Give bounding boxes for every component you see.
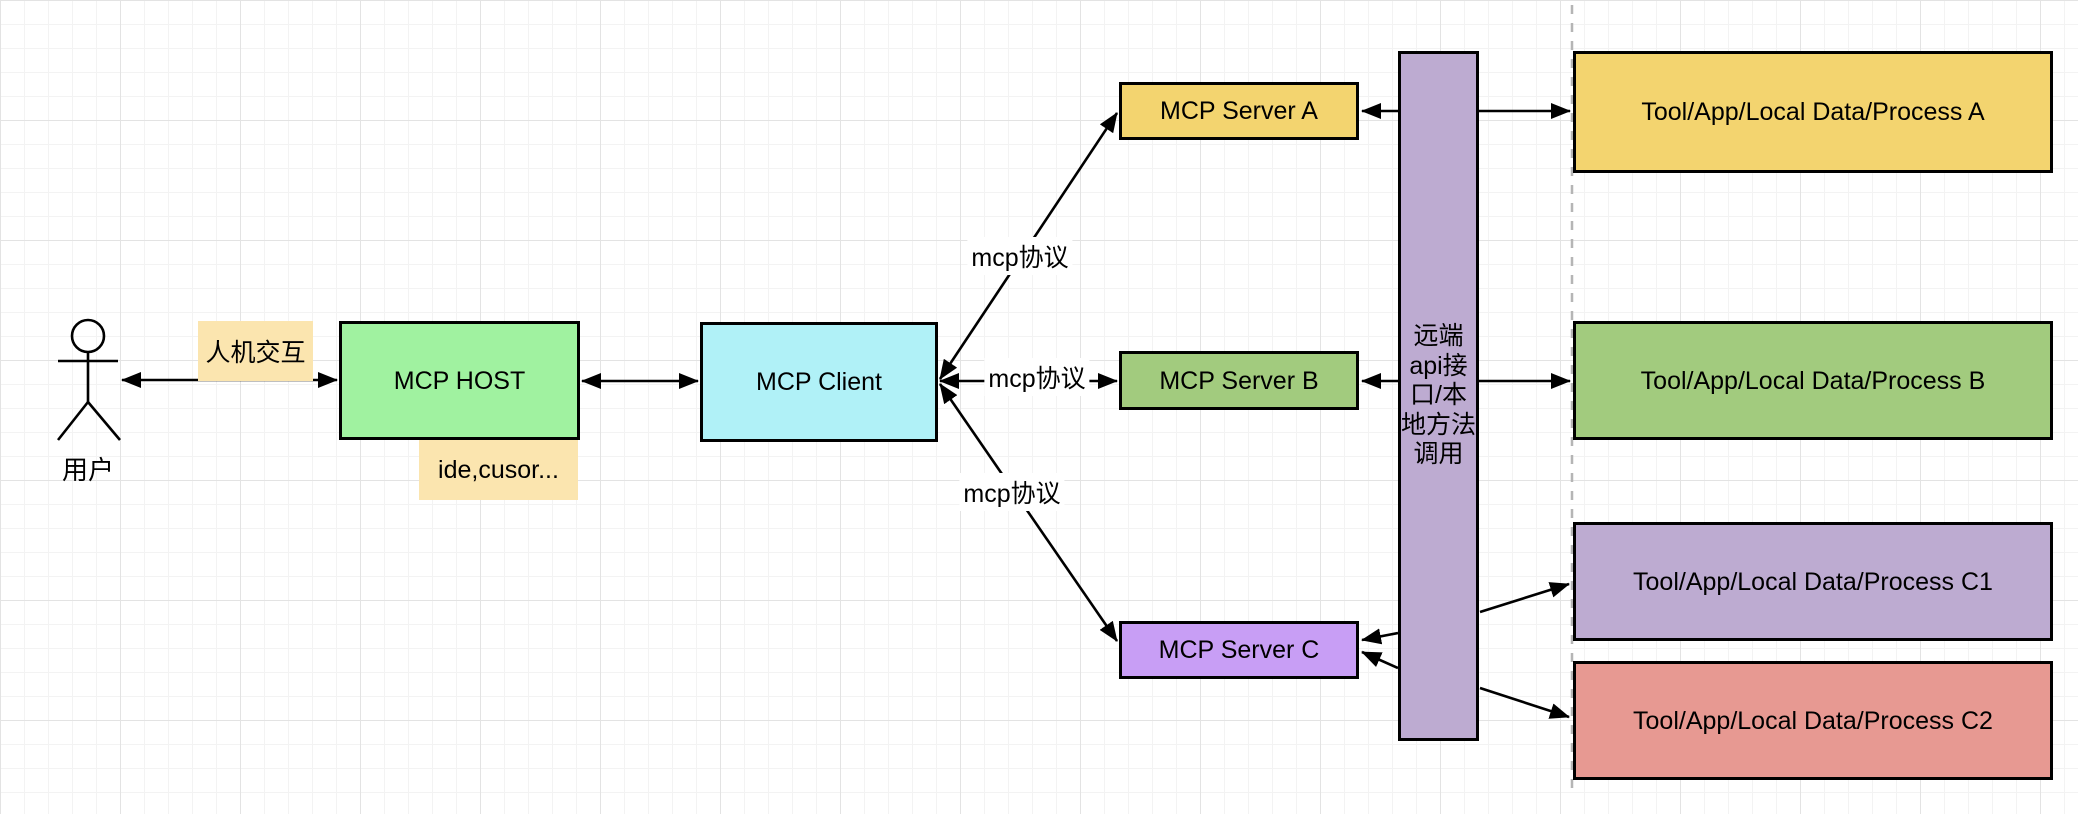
mcp-client-node[interactable]: MCP Client xyxy=(700,322,938,442)
tool-process-b-node[interactable]: Tool/App/Local Data/Process B xyxy=(1573,321,2053,440)
mcp-server-a-node[interactable]: MCP Server A xyxy=(1119,82,1359,140)
edge-column-server-c-lower xyxy=(1361,650,1399,670)
mcp-server-b-node[interactable]: MCP Server B xyxy=(1119,351,1359,410)
tool-process-c2-label: Tool/App/Local Data/Process C2 xyxy=(1633,706,1993,735)
mcp-host-node[interactable]: MCP HOST xyxy=(339,321,580,440)
ide-cursor-note-label: ide,cusor... xyxy=(438,455,559,484)
actor-figure xyxy=(56,318,121,441)
mcp-server-a-label: MCP Server A xyxy=(1160,97,1318,125)
mcp-client-label: MCP Client xyxy=(756,368,882,396)
tool-process-c1-node[interactable]: Tool/App/Local Data/Process C1 xyxy=(1573,522,2053,641)
edge-column-server-c-upper xyxy=(1361,628,1399,645)
tool-process-c1-label: Tool/App/Local Data/Process C1 xyxy=(1633,567,1993,596)
mcp-host-label: MCP HOST xyxy=(393,366,526,395)
mcp-server-c-label: MCP Server C xyxy=(1158,636,1320,664)
mcp-protocol-label-b: mcp协议 xyxy=(984,358,1090,396)
edge-column-tool-c2 xyxy=(1479,686,1570,719)
mcp-server-b-label: MCP Server B xyxy=(1159,366,1319,395)
edge-client-server-c xyxy=(938,383,1119,642)
actor-label: 用户 xyxy=(61,455,114,485)
tool-process-c2-node[interactable]: Tool/App/Local Data/Process C2 xyxy=(1573,661,2053,780)
api-call-column-node[interactable]: 远端 api接 口/本 地方法 调用 xyxy=(1398,51,1479,741)
tool-process-b-label: Tool/App/Local Data/Process B xyxy=(1640,366,1986,395)
ide-cursor-note[interactable]: ide,cusor... xyxy=(419,440,578,500)
mcp-server-c-node[interactable]: MCP Server C xyxy=(1119,621,1359,679)
human-interaction-note-label: 人机交互 xyxy=(205,339,306,367)
api-call-column-label: 远端 api接 口/本 地方法 调用 xyxy=(1401,322,1477,469)
human-interaction-note[interactable]: 人机交互 xyxy=(198,321,313,381)
tool-process-a-label: Tool/App/Local Data/Process A xyxy=(1641,98,1985,126)
edge-column-tool-c1 xyxy=(1479,582,1570,614)
tool-process-a-node[interactable]: Tool/App/Local Data/Process A xyxy=(1573,51,2053,173)
mcp-protocol-label-a: mcp协议 xyxy=(967,237,1073,275)
mcp-protocol-label-c: mcp协议 xyxy=(959,473,1065,511)
